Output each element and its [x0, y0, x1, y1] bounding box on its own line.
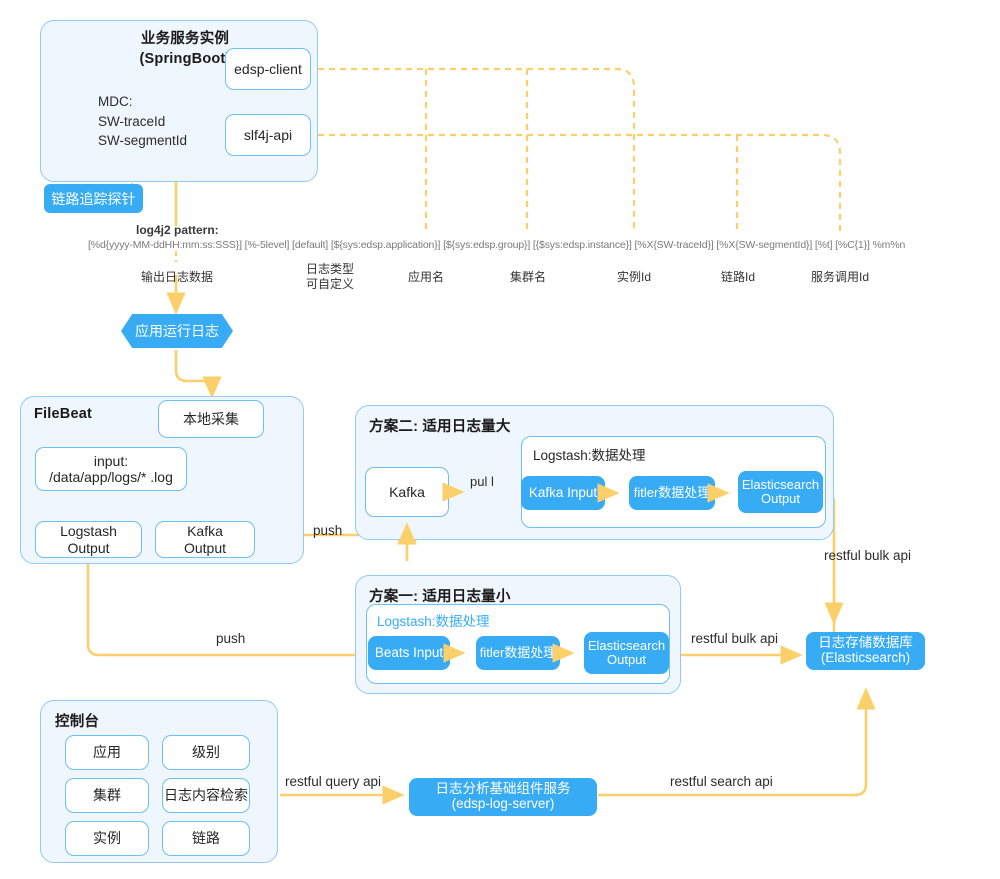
column-label-cluster-name: 集群名	[509, 270, 546, 284]
mdc-label-line2: SW-traceId	[98, 113, 166, 129]
plan-one-logstash-title: Logstash:数据处理	[377, 614, 490, 629]
service-instance-title-line2: (SpringBoot)	[139, 50, 231, 67]
filebeat-title: FileBeat	[34, 406, 93, 422]
logstash-output-line1: Logstash	[60, 523, 117, 540]
mdc-label-line1: MDC:	[98, 94, 133, 109]
plan-two-es-output-line1: Elasticsearch	[741, 476, 820, 492]
edsp-client-node[interactable]: edsp-client	[225, 48, 311, 90]
console-button-trace[interactable]: 链路	[162, 821, 250, 856]
plan-two-title: 方案二: 适用日志量大	[369, 419, 511, 435]
kafka-output-line2: Output	[183, 539, 227, 556]
console-button-level[interactable]: 级别	[162, 735, 250, 770]
es-store-line1: 日志存储数据库	[818, 635, 913, 651]
mdc-label-block: MDC: SW-traceId SW-segmentId	[98, 92, 187, 151]
kafka-output-node[interactable]: Kafka Output	[155, 521, 255, 558]
log4j2-pattern-caption: log4j2 pattern:	[136, 223, 219, 237]
console-title: 控制台	[55, 714, 100, 730]
plan-two-filter-node[interactable]: fitler数据处理	[629, 476, 715, 510]
column-label-trace-id: 链路Id	[720, 270, 755, 284]
column-label-log-type-line1: 日志类型	[305, 262, 354, 276]
filebeat-input-node[interactable]: input: /data/app/logs/* .log	[35, 447, 187, 491]
edge-label-push-bottom: push	[216, 631, 246, 646]
es-store-line2: (Elasticsearch)	[820, 650, 911, 665]
plan-one-es-output-line2: Output	[606, 652, 647, 667]
service-instance-title: 业务服务实例 (SpringBoot)	[125, 30, 245, 69]
logstash-output-node[interactable]: Logstash Output	[35, 521, 142, 558]
logstash-output-line2: Output	[67, 539, 110, 556]
edsp-client-dashed-line	[318, 67, 636, 232]
slf4j-dashed-line	[318, 133, 842, 232]
kafka-node[interactable]: Kafka	[365, 467, 449, 517]
log4j2-pattern-text: [%d{yyyy-MM-ddHH:mm:ss:SSS}] [%-5level] …	[88, 239, 906, 251]
log-server-line1: 日志分析基础组件服务	[435, 781, 571, 797]
runtime-log-hexagon: 应用运行日志	[121, 314, 233, 348]
beats-input-node[interactable]: Beats Input	[368, 636, 450, 670]
plan-two-es-output-line2: Output	[760, 491, 801, 506]
plan-one-title: 方案一: 适用日志量小	[369, 589, 511, 605]
column-label-log-type: 日志类型 可自定义	[295, 262, 365, 292]
edge-label-restful-bulk-api-top: restful bulk api	[824, 548, 912, 563]
column-label-output-log-data: 输出日志数据	[140, 270, 213, 284]
edge-label-push-top: push	[313, 523, 343, 538]
es-store-node[interactable]: 日志存储数据库 (Elasticsearch)	[806, 632, 925, 670]
console-button-log-content-search[interactable]: 日志内容检索	[162, 778, 250, 813]
plan-two-es-output-node[interactable]: Elasticsearch Output	[738, 471, 823, 513]
console-button-instance[interactable]: 实例	[65, 821, 149, 856]
trace-probe-badge[interactable]: 链路追踪探针	[44, 184, 143, 213]
service-instance-title-line1: 业务服务实例	[140, 31, 230, 47]
log-server-line2: (edsp-log-server)	[451, 796, 555, 811]
slf4j-api-node[interactable]: slf4j-api	[225, 114, 311, 156]
edge-label-restful-bulk-api-bottom: restful bulk api	[691, 631, 779, 646]
filebeat-input-line2: /data/app/logs/* .log	[49, 469, 173, 485]
runtime-log-to-local-collect-arrow	[174, 350, 222, 399]
column-label-span-id: 服务调用Id	[810, 270, 869, 284]
edge-label-restful-search-api: restful search api	[670, 774, 773, 789]
log-analysis-server-node[interactable]: 日志分析基础组件服务 (edsp-log-server)	[409, 778, 597, 816]
log-server-search-arrow	[598, 687, 876, 797]
plan-one-es-output-line1: Elasticsearch	[587, 637, 666, 653]
console-button-application[interactable]: 应用	[65, 735, 149, 770]
column-label-app-name: 应用名	[407, 270, 444, 284]
console-button-cluster[interactable]: 集群	[65, 778, 149, 813]
column-label-instance-id: 实例Id	[616, 270, 651, 284]
local-collect-node[interactable]: 本地采集	[158, 400, 264, 438]
plan-two-logstash-title: Logstash:数据处理	[533, 448, 646, 463]
plan-one-filter-node[interactable]: fitler数据处理	[476, 636, 560, 670]
plan-one-es-output-node[interactable]: Elasticsearch Output	[584, 632, 669, 674]
filebeat-input-line1: input:	[93, 452, 129, 469]
pull-label: pul l	[470, 474, 494, 489]
kafka-input-node[interactable]: Kafka Input	[521, 476, 605, 510]
logstash-output-push-line	[86, 562, 462, 665]
kafka-output-line1: Kafka	[187, 523, 223, 540]
edge-label-restful-query-api: restful query api	[285, 774, 382, 789]
column-label-log-type-line2: 可自定义	[305, 277, 354, 291]
mdc-label-line3: SW-segmentId	[98, 133, 188, 149]
